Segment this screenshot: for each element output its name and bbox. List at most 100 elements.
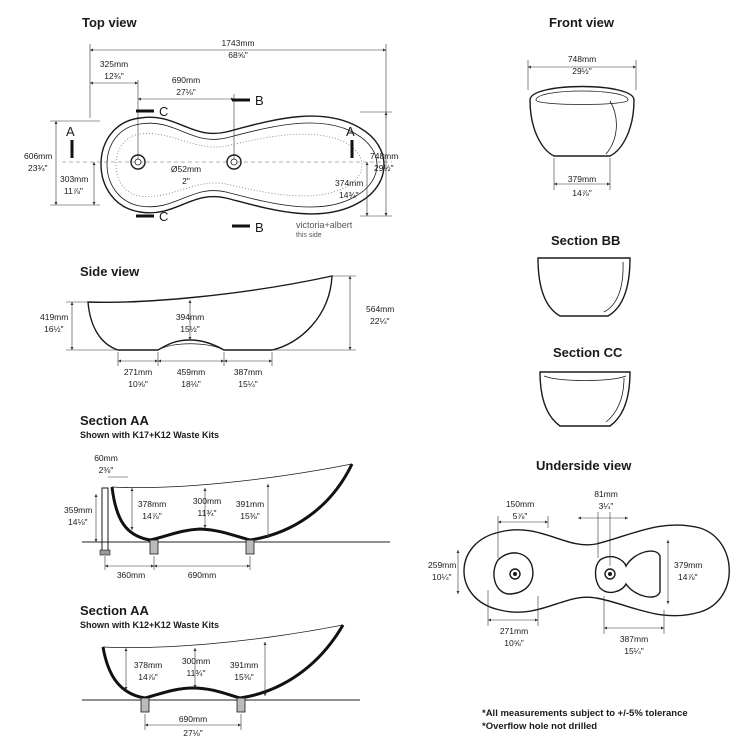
waste-hole-left-inner	[134, 158, 142, 166]
half-width-in: 11⅞"	[64, 186, 83, 196]
section-aa-2-depth-left-mm: 378mm	[134, 660, 162, 670]
top-view: Top view 1743mm 68⅝" 325mm 12¾" 690mm 27…	[24, 15, 398, 239]
front-base-mm: 379mm	[568, 174, 596, 184]
section-aa-1-subtitle: Shown with K17+K12 Waste Kits	[80, 430, 219, 440]
section-b-label-bottom: B	[255, 220, 264, 235]
note-overflow: *Overflow hole not drilled	[482, 721, 597, 732]
half-width-mm: 303mm	[60, 174, 88, 184]
side-view-title: Side view	[80, 264, 140, 279]
side-end-height-mm: 419mm	[40, 312, 68, 322]
side-left-in: 10⅝"	[128, 379, 148, 389]
section-aa-1-depth-right-in: 15⅜"	[240, 511, 260, 521]
side-overall-height-mm: 564mm	[366, 304, 394, 314]
underside-height-right-mm: 379mm	[674, 560, 702, 570]
underside-height-left-in: 10¼"	[432, 572, 452, 582]
underside-left-waste	[509, 568, 521, 580]
section-aa-2-bath-wall	[101, 624, 345, 700]
hole-dia-in: 2"	[182, 176, 190, 186]
section-aa-2-depth-mid-mm: 300mm	[182, 656, 210, 666]
section-bb-outline	[537, 257, 631, 317]
underside-height-right-in: 14⅞"	[678, 572, 698, 582]
section-aa-2-subtitle: Shown with K12+K12 Waste Kits	[80, 620, 219, 630]
section-cc-outline	[539, 371, 631, 427]
waste-fitting-left-2	[140, 697, 150, 713]
section-b-label-top: B	[255, 93, 264, 108]
side-left-mm: 271mm	[124, 367, 152, 377]
note-tolerance: *All measurements subject to +/-5% toler…	[482, 708, 688, 719]
section-cc: Section CC	[539, 345, 631, 427]
waste-hole-right	[226, 154, 242, 170]
front-view-title: Front view	[549, 15, 615, 30]
side-depth-in: 15½"	[180, 324, 200, 334]
front-view-rim	[535, 90, 629, 105]
overall-length-mm: 1743mm	[221, 38, 254, 48]
top-view-basin-line	[115, 133, 363, 197]
side-view: Side view 419mm 16½" 394mm 15½" 564mm 22…	[40, 264, 394, 389]
section-aa-1-depth-mid-mm: 300mm	[193, 496, 221, 506]
top-view-rim-inner	[106, 122, 378, 208]
front-width-mm: 748mm	[568, 54, 596, 64]
underside-view-title: Underside view	[536, 458, 632, 473]
section-aa-1-title: Section AA	[80, 413, 149, 428]
section-aa-2-depth-left-in: 14⅞"	[138, 672, 158, 682]
underside-plinth-right-in: 3¼"	[599, 501, 614, 511]
top-view-bath-outline	[100, 115, 385, 215]
underside-plinth-left-in: 5⅞"	[513, 511, 528, 521]
section-aa-2-title: Section AA	[80, 603, 149, 618]
section-aa-1-offset: 360mm	[117, 570, 145, 580]
brand-logo: victoria+albert	[296, 220, 353, 230]
underside-bottom-right-mm: 387mm	[620, 634, 648, 644]
section-c-label-top: C	[159, 104, 168, 119]
side-mid-mm: 459mm	[177, 367, 205, 377]
waste-height-in: 14⅛"	[68, 517, 88, 527]
waste-spacing-mm: 690mm	[172, 75, 200, 85]
underside-right-waste	[604, 568, 616, 580]
width-mm: 606mm	[24, 151, 52, 161]
section-bb-title: Section BB	[551, 233, 620, 248]
section-aa-k12: Section AA Shown with K12+K12 Waste Kits…	[80, 603, 360, 738]
section-aa-2-spacing-in: 27⅛"	[183, 728, 203, 738]
inner-half-mm: 374mm	[335, 178, 363, 188]
rim-width-in: 29½"	[374, 163, 394, 173]
inner-half-in: 14¾"	[339, 190, 359, 200]
rim-width-mm: 748mm	[370, 151, 398, 161]
section-aa-1-spacing: 690mm	[188, 570, 216, 580]
section-a-label-left: A	[66, 124, 75, 139]
side-end-height-in: 16½"	[44, 324, 64, 334]
section-aa-2-spacing-mm: 690mm	[179, 714, 207, 724]
waste-spacing-in: 27⅛"	[176, 87, 196, 97]
width-in: 23¾"	[28, 163, 48, 173]
underside-right-waste-center	[608, 572, 612, 576]
overflow-pipe-foot	[99, 549, 111, 556]
side-overall-height-in: 22¼"	[370, 316, 390, 326]
underside-bath-outline	[463, 524, 730, 617]
section-aa-2-rim-line	[102, 624, 344, 649]
waste-fitting-right-2	[236, 697, 246, 713]
section-aa-1-rim-line	[111, 463, 353, 489]
end-offset-in: 12¾"	[104, 71, 124, 81]
section-aa-1-depth-mid-in: 11¾"	[198, 508, 217, 518]
front-view-bath-outline	[529, 85, 635, 157]
section-aa-1-depth-left-in: 14⅞"	[142, 511, 162, 521]
underside-bottom-left-in: 10⅝"	[504, 638, 524, 648]
waste-hole-right-inner	[230, 158, 238, 166]
front-base-in: 14⅞"	[572, 188, 592, 198]
front-width-in: 29½"	[572, 66, 592, 76]
waste-height-mm: 359mm	[64, 505, 92, 515]
section-cc-title: Section CC	[553, 345, 623, 360]
top-view-title: Top view	[82, 15, 138, 30]
side-right-in: 15¼"	[238, 379, 258, 389]
section-aa-1-depth-left-mm: 378mm	[138, 499, 166, 509]
waste-fitting-right	[245, 539, 255, 555]
front-view-inner-shadow	[605, 100, 617, 155]
section-aa-2-depth-right-mm: 391mm	[230, 660, 258, 670]
side-view-bath-outline	[87, 275, 333, 351]
front-view: Front view 748mm 29½" 379mm 14⅞"	[527, 15, 637, 198]
section-cc-rim	[543, 375, 627, 381]
overall-length-in: 68⅝"	[228, 50, 248, 60]
section-aa-1-bath-wall	[110, 463, 354, 542]
underside-left-plinth	[493, 552, 534, 595]
section-cc-wall	[605, 377, 625, 423]
waste-fitting-left	[149, 539, 159, 555]
section-a-label-right: A	[346, 124, 355, 139]
